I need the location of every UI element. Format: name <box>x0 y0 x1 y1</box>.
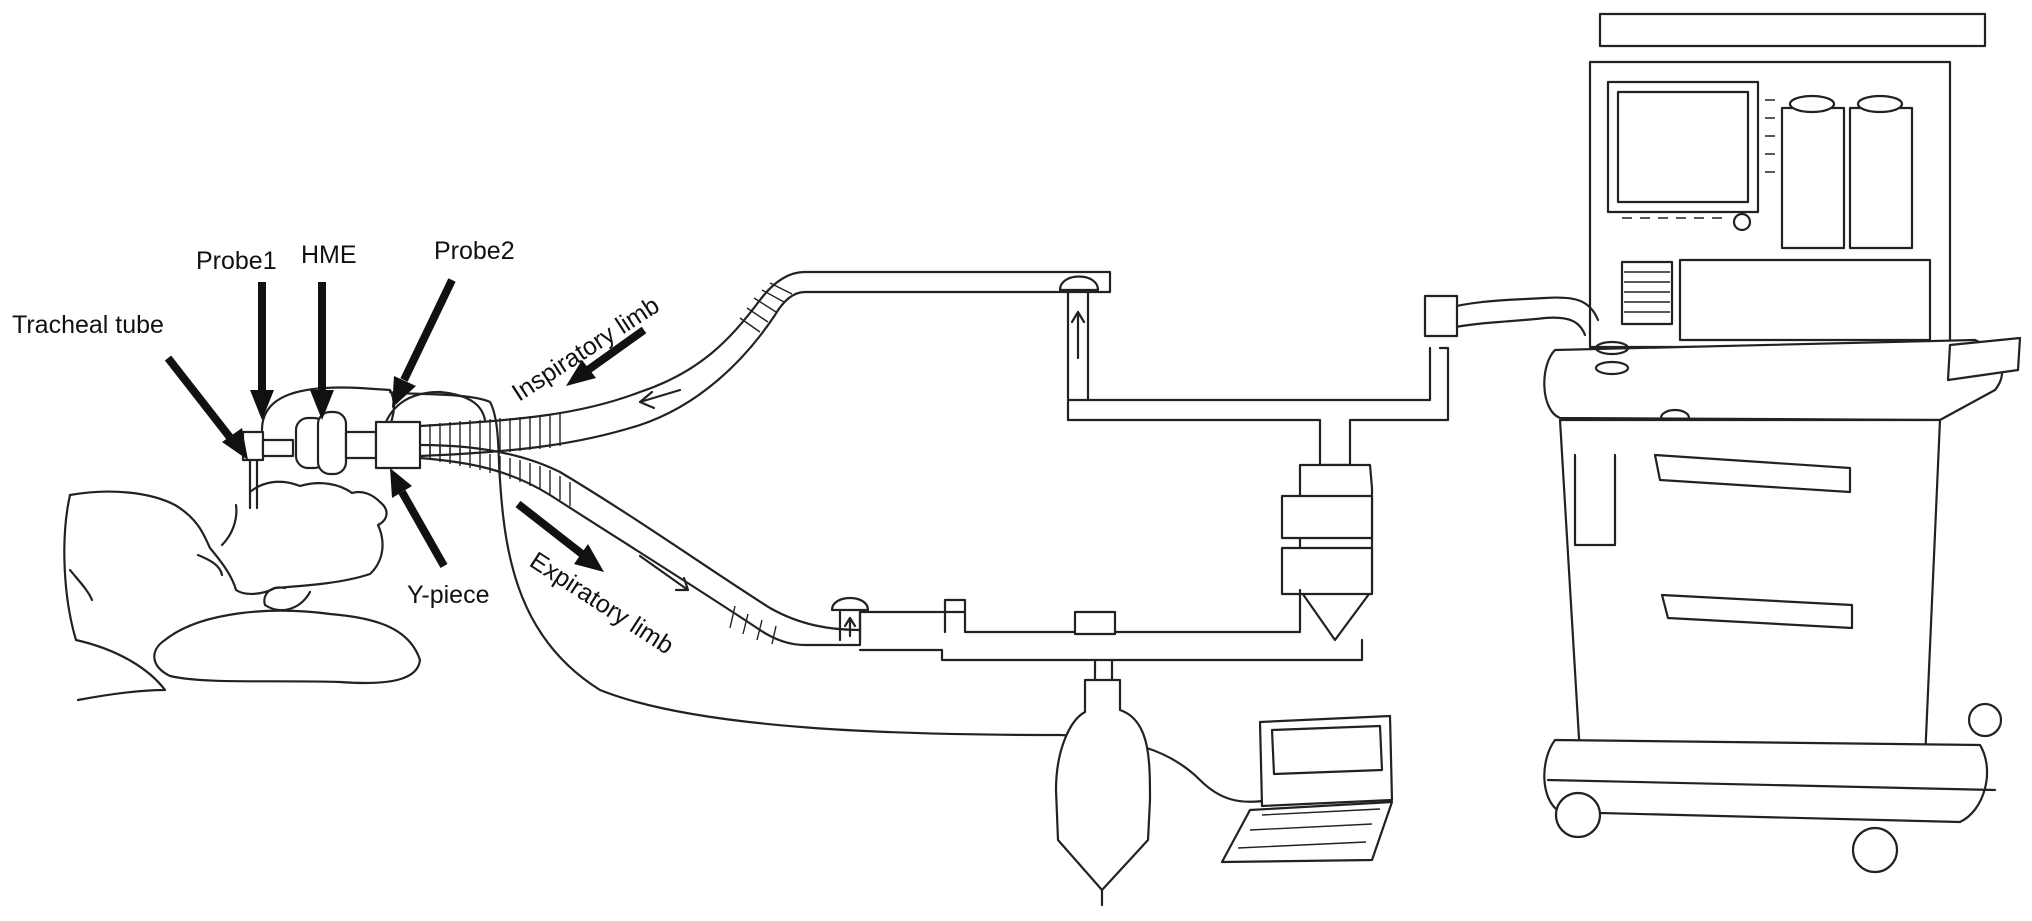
vaporizer-right-cap <box>1856 94 1904 114</box>
hme-outlet <box>344 430 378 460</box>
inspiratory-pipe <box>1066 290 1090 402</box>
side-tray <box>1946 336 2022 382</box>
inspiratory-flow-arrow <box>638 388 682 410</box>
caster-front-left <box>1554 791 1602 839</box>
fresh-gas-hose <box>1438 296 1600 337</box>
patient-head-outline <box>68 480 388 595</box>
machine-work-surface <box>1543 338 2004 422</box>
side-canister <box>1573 453 1617 547</box>
airway-connector-assembly <box>241 410 422 510</box>
tracheal-tube <box>248 458 259 510</box>
drawer-handle-lower <box>1660 593 1854 630</box>
label-hme: HME <box>301 241 357 269</box>
probe2-arrow <box>400 278 456 382</box>
machine-display-inner <box>1616 90 1750 204</box>
circle-absorber-system <box>830 275 1450 907</box>
patient-illustration <box>63 480 422 702</box>
probe1-arrowhead <box>250 390 274 420</box>
machine-top-shelf <box>1598 12 1987 48</box>
machine-knob <box>1732 212 1752 232</box>
machine-base <box>1543 738 1989 824</box>
probe1-port <box>261 438 295 458</box>
laptop-keys <box>1237 808 1381 849</box>
reservoir-bag-neck <box>1093 658 1114 907</box>
vaporizer-left <box>1780 106 1846 250</box>
laptop-monitor <box>1220 714 1394 864</box>
inspiratory-corrugation <box>429 282 793 456</box>
caster-rear-right <box>1967 702 2003 738</box>
caster-front-right <box>1851 826 1899 874</box>
expiratory-flow-arrow <box>638 554 690 592</box>
machine-buttons <box>1622 99 1775 219</box>
reservoir-bag <box>1054 678 1152 892</box>
machine-base-line <box>1546 778 1997 792</box>
vaporizer-right <box>1848 106 1914 250</box>
label-inspiratory-limb: Inspiratory limb <box>507 291 664 407</box>
probe2-cable <box>380 390 487 437</box>
y-piece-arrow <box>398 490 448 568</box>
apl-valve-top <box>1073 610 1117 636</box>
machine-display-screen <box>1606 80 1760 214</box>
tracheal-tube-arrowhead <box>222 428 248 460</box>
label-probe2: Probe2 <box>434 237 515 265</box>
surface-port-2 <box>1594 360 1630 376</box>
lower-manifold <box>858 588 1364 662</box>
inspiratory-limb-hose <box>418 270 1112 458</box>
patient-body <box>63 493 167 702</box>
probe-cable <box>260 386 1272 803</box>
expiratory-limb-arrowhead <box>574 544 604 572</box>
expiratory-limb-arrow <box>515 500 585 558</box>
tracheal-tube-arrow <box>164 355 236 443</box>
hme-filter-right <box>316 410 348 476</box>
inspiratory-limb-arrowhead <box>566 360 596 386</box>
surface-port-1 <box>1594 340 1630 356</box>
y-piece-body <box>374 420 422 470</box>
pillow <box>153 609 422 685</box>
label-probe1: Probe1 <box>196 247 277 275</box>
absorber-chamber-upper <box>1280 494 1374 540</box>
anesthesia-machine <box>1543 12 2022 874</box>
laptop-screen <box>1258 714 1394 808</box>
upper-manifold <box>1066 346 1450 467</box>
inspiratory-valve-dome <box>1058 275 1100 292</box>
hme-arrowhead <box>310 390 334 420</box>
inspiratory-limb-arrow <box>585 326 647 374</box>
bellows-ridges <box>1624 271 1670 313</box>
patient-face-features <box>196 503 312 612</box>
absorber-outlet-fitting <box>1423 294 1459 338</box>
y-piece-arrowhead <box>390 468 412 498</box>
probe2-arrowhead <box>392 376 416 408</box>
expiratory-corrugation <box>429 446 777 645</box>
laptop-display <box>1270 724 1384 776</box>
vaporizer-left-cap <box>1788 94 1836 114</box>
label-arrows <box>164 278 647 572</box>
flowmeter-panel <box>1678 258 1932 342</box>
laptop-keyboard <box>1220 800 1394 864</box>
label-tracheal-tube: Tracheal tube <box>12 311 164 339</box>
label-y-piece: Y-piece <box>407 581 489 609</box>
absorber-chamber-lower <box>1280 546 1374 596</box>
expiratory-valve-dome <box>830 597 870 642</box>
drawer-handle-upper <box>1653 453 1852 494</box>
